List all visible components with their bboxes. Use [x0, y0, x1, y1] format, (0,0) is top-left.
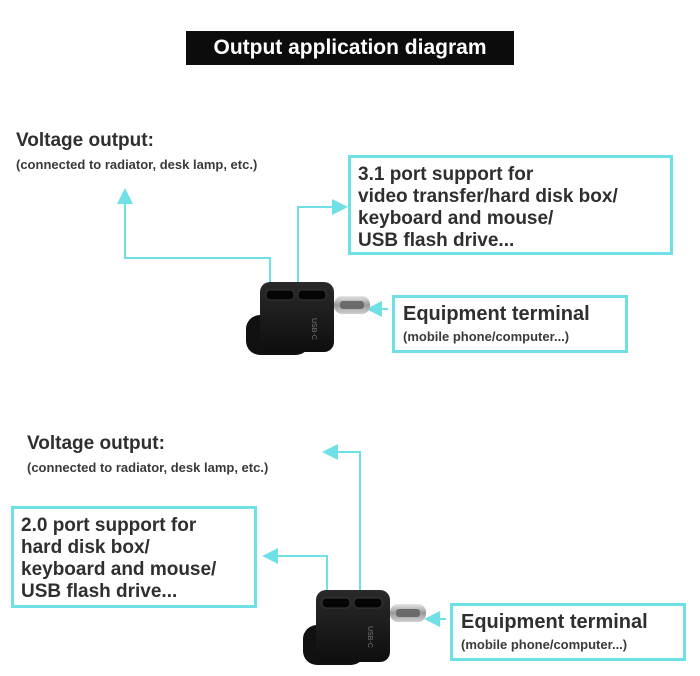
top-port-line: 3.1 port support for [358, 164, 534, 185]
top-adapter-device: USB-C [246, 282, 370, 355]
diagram-title: Output application diagram [186, 31, 514, 65]
top-port-support-box: 3.1 port support for video transfer/hard… [348, 155, 673, 255]
top-terminal-subtitle: (mobile phone/computer...) [403, 329, 570, 344]
bottom-equipment-terminal-box: Equipment terminal (mobile phone/compute… [450, 603, 686, 661]
top-voltage-arrow [117, 188, 271, 285]
top-voltage-heading: Voltage output: [16, 130, 154, 151]
top-port-line: video transfer/hard disk box/ [358, 186, 618, 207]
bottom-port-line: keyboard and mouse/ [21, 559, 217, 580]
top-voltage-subtitle: (connected to radiator, desk lamp, etc.) [16, 157, 258, 172]
bottom-port-line: hard disk box/ [21, 537, 150, 558]
bottom-voltage-heading: Voltage output: [27, 433, 165, 454]
top-port-arrow [297, 199, 348, 283]
bottom-voltage-arrow [322, 444, 361, 590]
bottom-adapter-device: USB-C [303, 590, 426, 665]
bottom-port-line: USB flash drive... [21, 581, 178, 602]
top-port-line: keyboard and mouse/ [358, 208, 554, 229]
bottom-port-line: 2.0 port support for [21, 515, 197, 536]
bottom-port-arrow [262, 548, 328, 590]
svg-text:USB-C: USB-C [366, 626, 373, 648]
top-terminal-title: Equipment terminal [403, 303, 590, 325]
top-port-line: USB flash drive... [358, 230, 515, 251]
bottom-voltage-subtitle: (connected to radiator, desk lamp, etc.) [27, 460, 269, 475]
svg-text:USB-C: USB-C [310, 318, 317, 340]
bottom-terminal-title: Equipment terminal [461, 611, 648, 633]
top-equipment-terminal-box: Equipment terminal (mobile phone/compute… [392, 295, 628, 353]
bottom-port-support-box: 2.0 port support for hard disk box/ keyb… [11, 506, 257, 608]
bottom-terminal-subtitle: (mobile phone/computer...) [461, 637, 628, 652]
